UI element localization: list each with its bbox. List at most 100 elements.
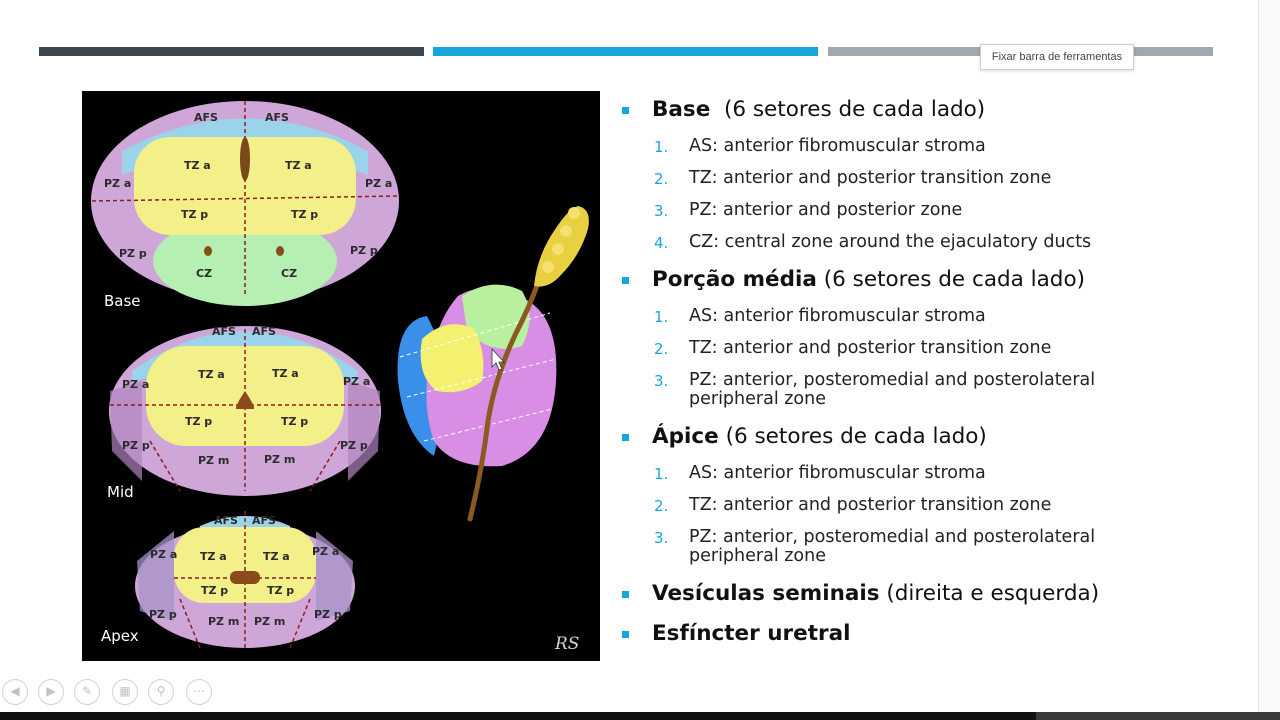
- gland-green-lobe: [462, 284, 530, 349]
- apex-tzp-right-label: TZ p: [267, 584, 294, 597]
- prev-icon[interactable]: ◀: [2, 679, 28, 705]
- apex-pza-left-label: PZ a: [150, 548, 177, 561]
- list-item: 1.AS: anterior fibromuscular stroma: [620, 137, 1180, 157]
- section-mid-subtitle: (6 setores de cada lado): [816, 267, 1085, 292]
- list-text: PZ: anterior, posteromedial and posterol…: [689, 370, 1096, 409]
- section-base-title: Base: [652, 97, 711, 122]
- section-base-heading: Base (6 setores de cada lado): [620, 96, 1180, 124]
- mid-tza-right-label: TZ a: [272, 367, 299, 380]
- mid-tza-left-label: TZ a: [198, 368, 225, 381]
- apex-pza-right-shape: [316, 531, 353, 621]
- base-tzp-left-label: TZ p: [181, 208, 208, 221]
- apex-tzp-left-label: TZ p: [201, 584, 228, 597]
- apex-urethra: [230, 571, 260, 584]
- seminal-vesicle-lobule-1: [568, 207, 580, 219]
- seminal-vesicle-lobule-3: [552, 243, 564, 255]
- list-text: TZ: anterior and posterior transition zo…: [689, 495, 1052, 515]
- list-number: 2.: [654, 170, 669, 188]
- prostate-3d-illustration: [397, 206, 589, 522]
- level-label-base: Base: [104, 292, 141, 310]
- gland-plane-middle: [406, 358, 557, 398]
- apex-tza-right-label: TZ a: [263, 550, 290, 563]
- gland-seminal-duct: [467, 263, 547, 522]
- list-item: 3.PZ: anterior, posteromedial and poster…: [620, 528, 1180, 566]
- mid-afs-right-label: AFS: [252, 325, 276, 338]
- apex-tza-left-label: TZ a: [200, 550, 227, 563]
- mid-pzm-left-label: PZ m: [198, 454, 229, 467]
- progress-bar-accent: [433, 47, 818, 56]
- base-cz-left-label: CZ: [196, 267, 212, 280]
- bullet-icon: [622, 277, 629, 284]
- more-icon[interactable]: ⋯: [186, 679, 212, 705]
- level-label-mid: Mid: [107, 483, 134, 501]
- slides-icon[interactable]: ▦: [112, 679, 138, 705]
- base-pza-left-label: PZ a: [104, 177, 131, 190]
- gland-yellow-lobe: [420, 324, 484, 393]
- apex-section: AFS AFS TZ a TZ a TZ p TZ p PZ a PZ a PZ…: [101, 511, 355, 649]
- list-number: 1.: [654, 465, 669, 483]
- list-number: 3.: [654, 202, 669, 220]
- next-icon[interactable]: ▶: [38, 679, 64, 705]
- section-apex-subtitle: (6 setores de cada lado): [718, 424, 987, 449]
- mid-section: AFS AFS TZ a TZ a TZ p TZ p PZ a PZ a PZ…: [107, 325, 381, 501]
- section-apex-list: 1. AS: anterior fibromuscular stroma 2. TZ…: [620, 464, 1180, 566]
- bullet-icon: [622, 107, 629, 114]
- apex-pzp-right-label: PZ p: [314, 608, 342, 621]
- prostate-illustration: AFS AFS TZ a TZ a TZ p TZ p PZ a PZ a PZ…: [91, 101, 589, 654]
- base-divider: [91, 195, 399, 202]
- list-text: AS: anterior fibromuscular stroma: [689, 463, 986, 483]
- gland-plane-upper: [399, 312, 551, 358]
- mid-pzp-left-label: PZ p: [122, 439, 150, 452]
- base-cz-shape: [153, 216, 337, 306]
- mid-pz-divider-right: [309, 440, 341, 492]
- mid-tzp-left-label: TZ p: [185, 415, 212, 428]
- list-text: CZ: central zone around the ejaculatory …: [689, 232, 1092, 252]
- apex-pza-left-shape: [137, 531, 174, 621]
- apex-afs-right-label: AFS: [252, 514, 276, 527]
- mid-pza-right-label: PZ a: [343, 375, 370, 388]
- section-seminal: Vesículas seminais (direita e esquerda): [620, 580, 1180, 620]
- list-text: TZ: anterior and posterior transition zo…: [689, 168, 1052, 188]
- apex-tz-shape: [174, 527, 316, 603]
- list-number: 2.: [654, 497, 669, 515]
- section-mid-title: Porção média: [652, 267, 817, 292]
- list-number: 1.: [654, 138, 669, 156]
- bottom-strip-segment: [1036, 712, 1280, 720]
- list-item: 3. PZ: anterior, posteromedial and poster…: [620, 371, 1180, 409]
- list-text: PZ: anterior and posterior zone: [689, 200, 963, 220]
- list-text: PZ: anterior, posteromedial and posterol…: [689, 527, 1096, 566]
- progress-bar-dark: [39, 47, 424, 56]
- base-pzp-left-label: PZ p: [119, 247, 147, 260]
- list-number: 2.: [654, 340, 669, 358]
- list-text: AS: anterior fibromuscular stroma: [689, 306, 986, 326]
- section-seminal-subtitle: (direita e esquerda): [879, 581, 1100, 606]
- base-duct-left: [204, 246, 212, 256]
- bullet-icon: [622, 434, 629, 441]
- seminal-vesicle-lobule-2: [560, 225, 572, 237]
- bullet-icon: [622, 591, 629, 598]
- pin-toolbar-tooltip: Fixar barra de ferramentas: [980, 44, 1134, 70]
- pen-icon[interactable]: ✎: [74, 679, 100, 705]
- mid-urethra: [235, 391, 255, 409]
- mid-pzm-right-label: PZ m: [264, 453, 295, 466]
- list-item: 3. PZ: anterior and posterior zone: [620, 200, 1180, 221]
- prostate-zones-figure: AFS AFS TZ a TZ a TZ p TZ p PZ a PZ a PZ…: [82, 91, 600, 661]
- slide-content: Base (6 setores de cada lado) 1.AS: ante…: [620, 96, 1180, 660]
- base-pzp-right-label: PZ p: [350, 244, 378, 257]
- base-cz-right-label: CZ: [281, 267, 297, 280]
- list-number: 3.: [654, 372, 669, 390]
- level-label-apex: Apex: [101, 627, 139, 645]
- bullet-icon: [622, 631, 629, 638]
- mouse-cursor-icon: [491, 347, 505, 371]
- mid-pzp-right-label: PZ p: [340, 439, 368, 452]
- zoom-icon[interactable]: ⚲: [148, 679, 174, 705]
- base-afs-right-label: AFS: [265, 111, 289, 124]
- base-section: AFS AFS TZ a TZ a TZ p TZ p PZ a PZ a PZ…: [91, 101, 399, 310]
- base-urethra: [240, 137, 250, 181]
- section-sphincter: Esfíncter uretral: [620, 620, 1180, 660]
- mid-pza-left-shape: [110, 381, 142, 481]
- apex-pzm-right-label: PZ m: [254, 615, 285, 628]
- base-duct-right: [276, 246, 284, 256]
- list-item: 2. TZ: anterior and posterior transition …: [620, 495, 1180, 516]
- apex-afs-left-label: AFS: [214, 514, 238, 527]
